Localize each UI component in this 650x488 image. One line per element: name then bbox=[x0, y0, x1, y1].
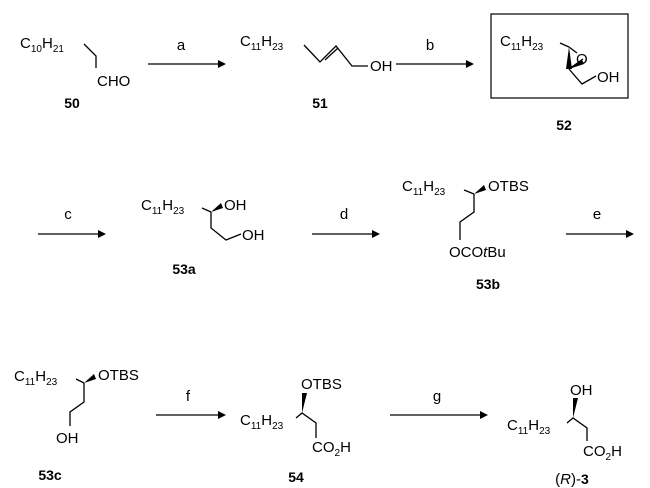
step-label-g: g bbox=[433, 388, 441, 405]
compound-53a-number: 53a bbox=[172, 261, 196, 277]
compound-54-number: 54 bbox=[288, 469, 304, 485]
compound-r-3: OH C11H23 CO2H (R)-3 bbox=[507, 382, 622, 488]
arrow-step-a: a bbox=[148, 37, 226, 68]
step-label-b: b bbox=[426, 37, 434, 54]
compound-51-number: 51 bbox=[312, 95, 328, 111]
compound-53c-wedge bbox=[84, 374, 96, 383]
compound-53a-hydroxyl-1: OH bbox=[224, 197, 247, 214]
compound-53a-alkyl: C11H23 bbox=[141, 197, 185, 217]
compound-50: C10H21 CHO 50 bbox=[20, 35, 130, 111]
compound-r-3-acid: CO2H bbox=[583, 443, 622, 463]
compound-53a-wedge bbox=[211, 203, 223, 212]
arrow-step-c: c bbox=[38, 206, 106, 238]
step-label-e: e bbox=[593, 206, 601, 223]
compound-53b-alkyl: C11H23 bbox=[402, 178, 446, 198]
compound-53b-pivalate: OCOtBu bbox=[449, 244, 506, 261]
step-label-f: f bbox=[186, 388, 191, 405]
compound-50-alkyl: C10H21 bbox=[20, 35, 64, 55]
compound-52-wedge-1 bbox=[566, 47, 572, 69]
compound-51-bonds bbox=[303, 44, 368, 67]
compound-r-3-wedge bbox=[573, 398, 578, 418]
compound-52-chain-bond bbox=[559, 42, 570, 48]
compound-53c: C11H23 OTBS OH 53c bbox=[14, 367, 139, 483]
compound-52-box bbox=[490, 13, 629, 99]
compound-53c-bonds bbox=[69, 383, 85, 426]
compound-54-alkyl: C11H23 bbox=[240, 412, 284, 432]
compound-53c-hydroxyl: OH bbox=[56, 430, 79, 447]
compound-53b-number: 53b bbox=[476, 276, 500, 292]
compound-52-ring-oxygen: O bbox=[576, 51, 588, 68]
compound-52-number: 52 bbox=[556, 117, 572, 133]
compound-r-3-bonds bbox=[566, 417, 588, 441]
compound-54: OTBS C11H23 CO2H 54 bbox=[240, 376, 351, 485]
compound-50-number: 50 bbox=[64, 95, 80, 111]
step-label-d: d bbox=[340, 206, 348, 223]
compound-52-alkyl: C11H23 bbox=[500, 33, 544, 53]
compound-54-bonds bbox=[295, 412, 317, 438]
arrow-step-f: f bbox=[156, 388, 226, 419]
compound-54-wedge bbox=[302, 393, 307, 413]
compound-53b-wedge bbox=[474, 185, 486, 194]
compound-53c-otbs: OTBS bbox=[98, 367, 139, 384]
compound-r-3-hydroxyl: OH bbox=[570, 382, 593, 399]
compound-54-acid: CO2H bbox=[312, 439, 351, 459]
step-label-a: a bbox=[177, 37, 186, 54]
compound-51-hydroxyl: OH bbox=[370, 58, 393, 75]
compound-52-side-bonds bbox=[568, 68, 597, 85]
compound-51: C11H23 OH 51 bbox=[240, 33, 393, 111]
compound-50-bonds bbox=[83, 43, 97, 68]
compound-53b: C11H23 OTBS OCOtBu 53b bbox=[402, 178, 529, 292]
compound-53a-hydroxyl-2: OH bbox=[242, 227, 265, 244]
compound-51-double-bond bbox=[324, 47, 339, 61]
arrow-step-d: d bbox=[312, 206, 380, 238]
compound-52: C11H23 O OH 52 bbox=[490, 13, 629, 133]
compound-53b-otbs: OTBS bbox=[488, 178, 529, 195]
compound-51-alkyl: C11H23 bbox=[240, 33, 284, 53]
compound-52-ring-bond-2 bbox=[568, 58, 584, 70]
step-label-c: c bbox=[64, 206, 72, 223]
compound-53b-bonds bbox=[459, 194, 475, 240]
arrow-step-b: b bbox=[396, 37, 474, 68]
compound-50-aldehyde: CHO bbox=[97, 73, 130, 90]
compound-53a-bonds bbox=[210, 212, 242, 241]
compound-53c-alkyl: C11H23 bbox=[14, 368, 58, 388]
arrow-step-e: e bbox=[566, 206, 634, 238]
compound-r-3-number: (R)-3 bbox=[555, 471, 589, 488]
compound-52-hydroxyl: OH bbox=[597, 69, 620, 86]
compound-r-3-alkyl: C11H23 bbox=[507, 417, 551, 437]
compound-53a: C11H23 OH OH 53a bbox=[141, 197, 265, 277]
arrow-step-g: g bbox=[390, 388, 488, 419]
compound-53c-number: 53c bbox=[38, 467, 62, 483]
compound-52-ring-bond-1 bbox=[568, 46, 578, 54]
compound-54-otbs: OTBS bbox=[301, 376, 342, 393]
